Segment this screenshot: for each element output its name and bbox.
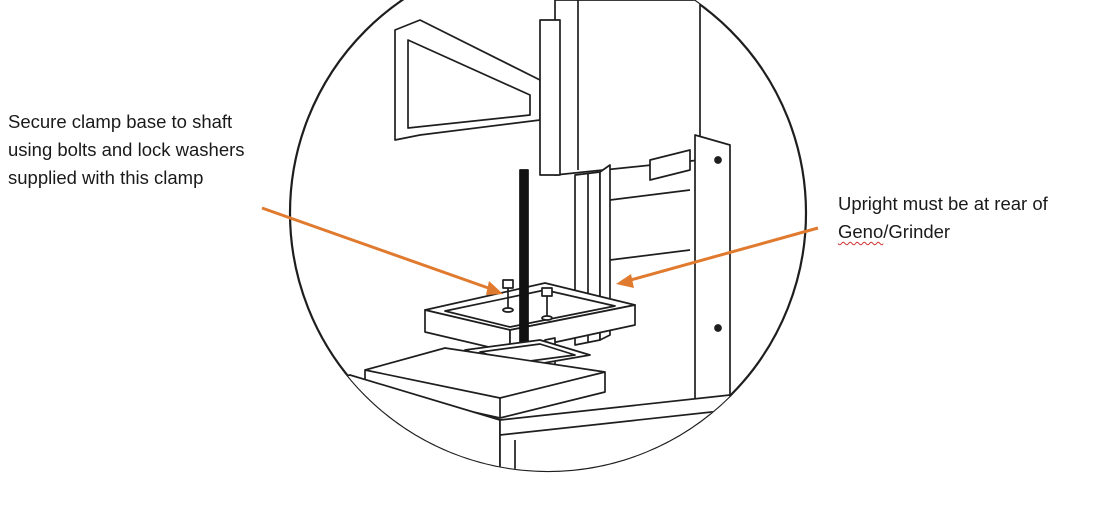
back-housing bbox=[554, 0, 701, 176]
shaft bbox=[519, 169, 529, 351]
geno-word: Geno bbox=[838, 221, 884, 242]
callout-arrow-left bbox=[261, 206, 503, 295]
upright-instruction: Upright must be at rear of Geno/Grinder bbox=[838, 190, 1048, 246]
clamp-base-instruction: Secure clamp base to shaft using bolts a… bbox=[8, 108, 245, 192]
bolt-left bbox=[502, 279, 514, 313]
control-knob bbox=[338, 433, 348, 443]
panel-screw bbox=[714, 156, 722, 164]
grinder-word: /Grinder bbox=[883, 221, 951, 242]
bolt-right bbox=[541, 287, 553, 321]
instruction-line-2: using bolts and lock washers bbox=[8, 139, 245, 160]
callout-arrow-right bbox=[616, 226, 819, 288]
control-knob bbox=[338, 457, 348, 467]
panel-screw bbox=[714, 324, 722, 332]
front-panel-opening bbox=[361, 454, 408, 471]
instruction-line-3: supplied with this clamp bbox=[8, 167, 204, 188]
machine-drawing bbox=[304, 0, 731, 471]
upright-line-1: Upright must be at rear of bbox=[838, 193, 1048, 214]
instruction-line-1: Secure clamp base to shaft bbox=[8, 111, 233, 132]
upright-line-2: Geno/Grinder bbox=[838, 218, 1048, 246]
right-side-panel bbox=[694, 134, 731, 421]
